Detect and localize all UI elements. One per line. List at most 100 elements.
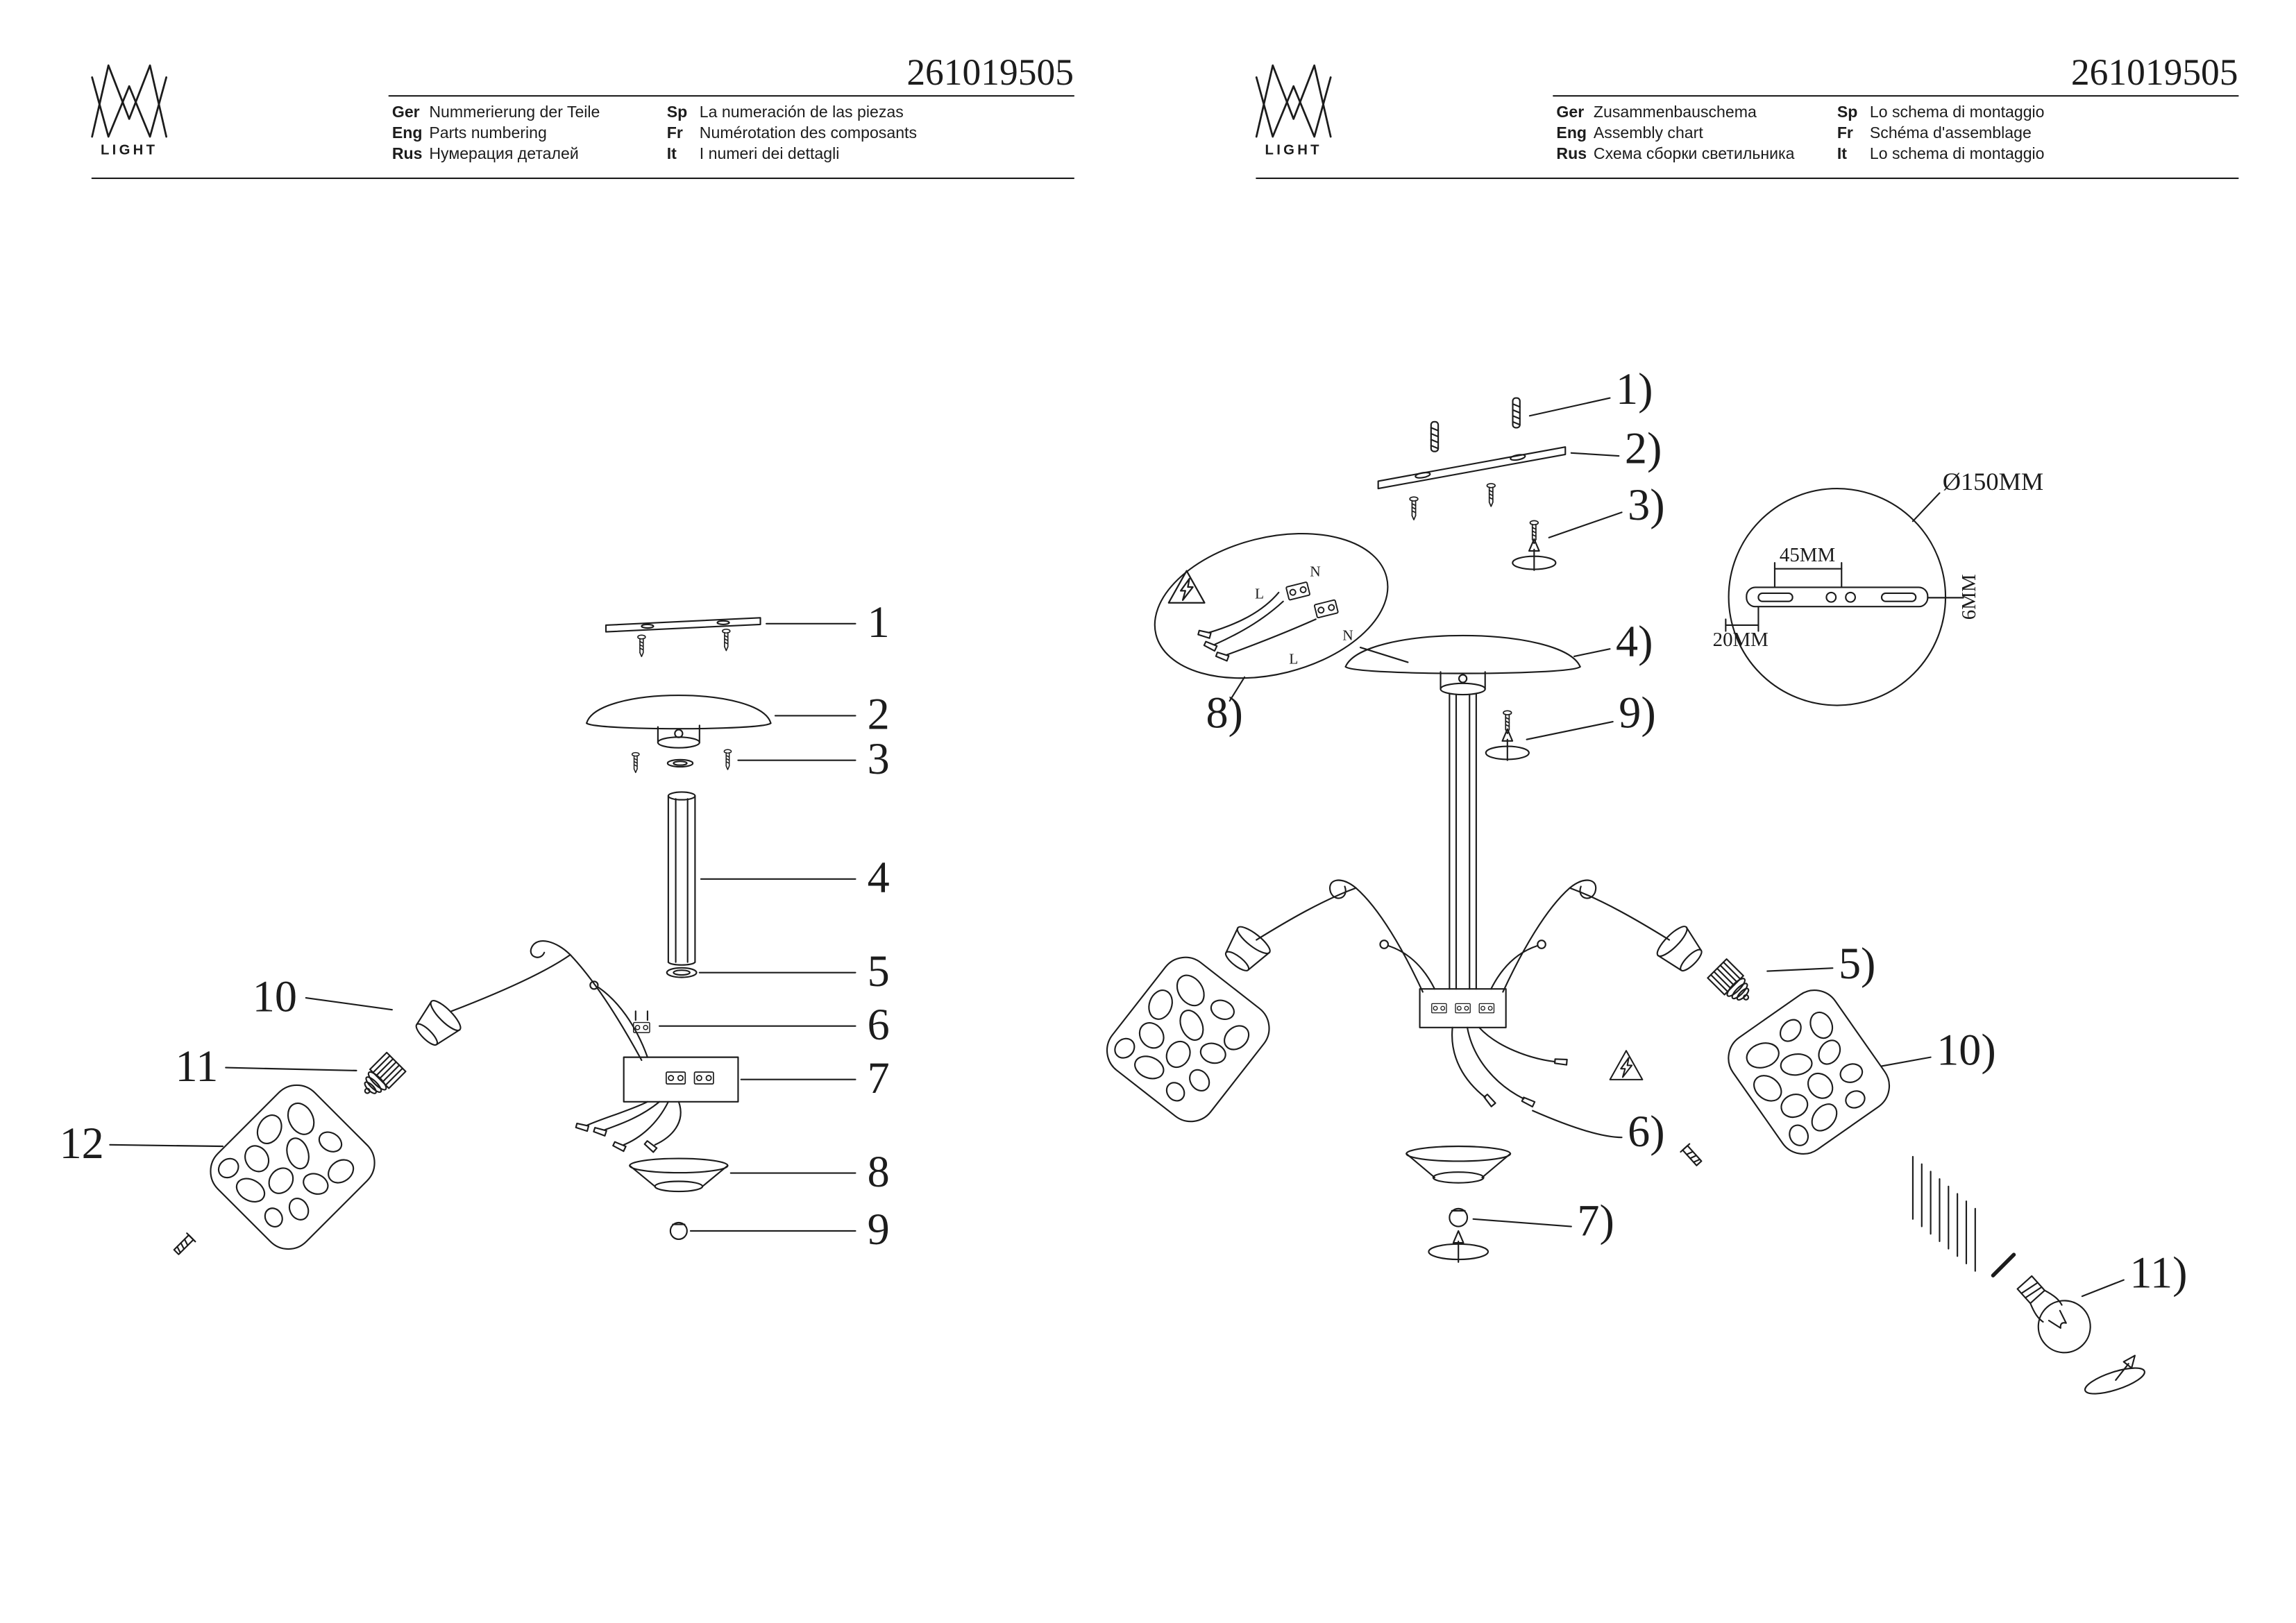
leader-s2 — [1570, 452, 1620, 457]
part-socket-cover — [408, 996, 465, 1053]
callout-4: 4 — [868, 853, 890, 902]
dim-diameter: Ø150MM — [1943, 468, 2043, 495]
wire-label-l: L — [1289, 651, 1298, 668]
callout-11: 11 — [175, 1042, 218, 1091]
leader-diameter — [1911, 492, 1941, 522]
callout-s3: 3) — [1628, 480, 1664, 529]
callout-8: 8 — [868, 1147, 890, 1196]
assy-left-shade — [1096, 946, 1281, 1132]
assy-arms — [1256, 879, 1671, 993]
logo-text: LIGHT — [101, 143, 158, 158]
callout-s4: 4) — [1616, 617, 1653, 666]
leader-s1 — [1528, 397, 1611, 417]
assy-small-screw — [1680, 1143, 1705, 1169]
leader-11 — [225, 1067, 357, 1071]
part-small-screw — [171, 1232, 196, 1257]
leader-s3 — [1548, 511, 1623, 538]
dim-20mm: 20MM — [1713, 629, 1769, 651]
doc-number: 261019505 — [2071, 51, 2238, 93]
leader-s8 — [1229, 676, 1246, 702]
leader-s11 — [2081, 1279, 2125, 1298]
callout-12: 12 — [60, 1119, 104, 1168]
mw-logo: LIGHT — [91, 64, 168, 158]
callout-2: 2 — [868, 690, 890, 739]
parts-diagram: 1 2 3 — [60, 597, 890, 1261]
part-finial — [669, 1221, 688, 1241]
part-glass-shade — [199, 1073, 386, 1261]
wire-label-l: L — [1255, 585, 1264, 602]
part-stem-tube — [667, 791, 696, 966]
assy-stem — [1419, 692, 1507, 1028]
washer-disc — [1991, 1252, 2016, 1277]
step-canopy — [1344, 634, 1581, 696]
logo-mark-icon — [1255, 64, 1332, 138]
logo-text: LIGHT — [1265, 143, 1322, 158]
logo-mark-icon — [91, 64, 168, 138]
part-screws — [631, 749, 732, 774]
step-screw-turn — [1512, 520, 1557, 571]
part-diffuser — [629, 1157, 729, 1193]
callout-s5: 5) — [1839, 939, 1875, 988]
callout-s6: 6) — [1628, 1107, 1664, 1156]
wiring-detail: N L N L 8) — [1154, 532, 1409, 738]
step-wires — [1451, 1026, 1644, 1107]
callout-7: 7 — [868, 1053, 890, 1103]
wire-label-n: N — [1310, 563, 1320, 579]
mw-logo: LIGHT — [1255, 64, 1332, 158]
part-socket — [355, 1051, 407, 1103]
callout-10: 10 — [253, 971, 297, 1021]
callout-6: 6 — [868, 1000, 890, 1049]
callout-9: 9 — [868, 1205, 890, 1254]
doc-number: 261019505 — [906, 51, 1074, 93]
assy-socket-cover — [1653, 921, 1710, 979]
step-screw-stem — [1485, 710, 1530, 761]
leader-s4 — [1573, 648, 1611, 657]
leader-12 — [109, 1144, 224, 1148]
part-arms — [450, 940, 648, 1061]
callout-s1: 1) — [1616, 364, 1653, 414]
assy-socket-cover — [1217, 921, 1274, 978]
leader-s6 — [1532, 1110, 1623, 1139]
leader-10 — [305, 996, 393, 1011]
assy-socket — [1707, 958, 1758, 1010]
leader-s5 — [1766, 967, 1834, 972]
wire-label-n: N — [1342, 627, 1353, 643]
callout-5: 5 — [868, 946, 890, 996]
step-diffuser — [1406, 1145, 1512, 1263]
leader-s10 — [1880, 1056, 1932, 1067]
part-canopy — [586, 695, 772, 749]
step-dowels — [1430, 397, 1521, 452]
bracket-detail: 45MM 20MM 6MM Ø150MM — [1713, 468, 2043, 706]
assembly-diagram: 1) 2) 3) — [1096, 364, 2188, 1395]
dim-45mm: 45MM — [1780, 544, 1835, 566]
assy-right-shade — [1718, 979, 1900, 1165]
callout-s9: 9) — [1619, 688, 1655, 738]
light-bulb — [2016, 1275, 2091, 1354]
callout-s7: 7) — [1577, 1196, 1614, 1245]
callout-s11: 11) — [2129, 1248, 2187, 1297]
leader-s9 — [1526, 720, 1614, 740]
electric-warning-icon — [1167, 570, 1206, 604]
step-mounting-strip — [1377, 446, 1567, 520]
callout-s8: 8) — [1206, 688, 1242, 738]
dim-6mm: 6MM — [1958, 574, 1980, 620]
part-junction-box — [575, 1056, 739, 1153]
part-ring — [666, 967, 698, 978]
